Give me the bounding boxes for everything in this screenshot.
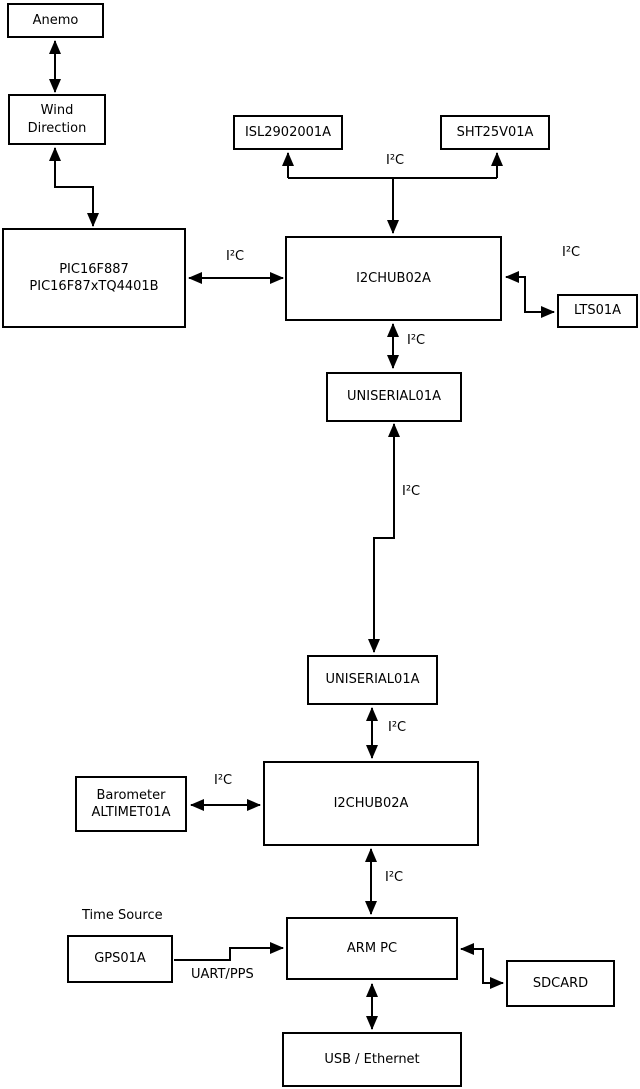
- node-gps01a: GPS01A: [67, 935, 173, 983]
- node-lts01a: LTS01A: [557, 294, 638, 328]
- node-uniserial01a-2: UNISERIAL01A: [307, 655, 438, 705]
- label-uart-pps: UART/PPS: [191, 967, 254, 982]
- edge-arm-sdcard: [460, 943, 504, 989]
- node-sht25v01a: SHT25V01A: [440, 115, 550, 150]
- node-uniserial01a-1: UNISERIAL01A: [326, 372, 462, 422]
- node-wind-direction: Wind Direction: [8, 94, 106, 145]
- label-i2c-hub1-uniserial1: I²C: [407, 333, 426, 348]
- node-usb-ethernet: USB / Ethernet: [282, 1032, 462, 1087]
- node-anemo: Anemo: [7, 3, 104, 38]
- label-i2c-hub2-arm: I²C: [385, 870, 404, 885]
- node-pic16f887: PIC16F887 PIC16F87xTQ4401B: [2, 228, 186, 328]
- label-i2c-hub1-lts: I²C: [562, 245, 581, 260]
- edge-hub1-lts: [505, 271, 555, 318]
- edge-gps-arm: [174, 942, 284, 961]
- node-i2chub02a-2: I2CHUB02A: [263, 761, 479, 846]
- node-isl2902001a: ISL2902001A: [233, 115, 343, 150]
- label-i2c-top-bus: I²C: [386, 153, 405, 168]
- node-i2chub02a-1: I2CHUB02A: [285, 236, 502, 321]
- label-time-source: Time Source: [82, 908, 163, 923]
- label-i2c-barometer-hub2: I²C: [214, 773, 233, 788]
- node-sdcard: SDCARD: [506, 960, 615, 1007]
- node-barometer: Barometer ALTIMET01A: [75, 776, 187, 832]
- label-i2c-pic-hub1: I²C: [226, 249, 245, 264]
- edge-uniserial1-uniserial2: [368, 423, 400, 653]
- label-i2c-uniserial-link: I²C: [402, 484, 421, 499]
- node-arm-pc: ARM PC: [286, 917, 458, 980]
- label-i2c-uniserial2-hub2: I²C: [388, 720, 407, 735]
- edge-wind-pic: [49, 147, 99, 227]
